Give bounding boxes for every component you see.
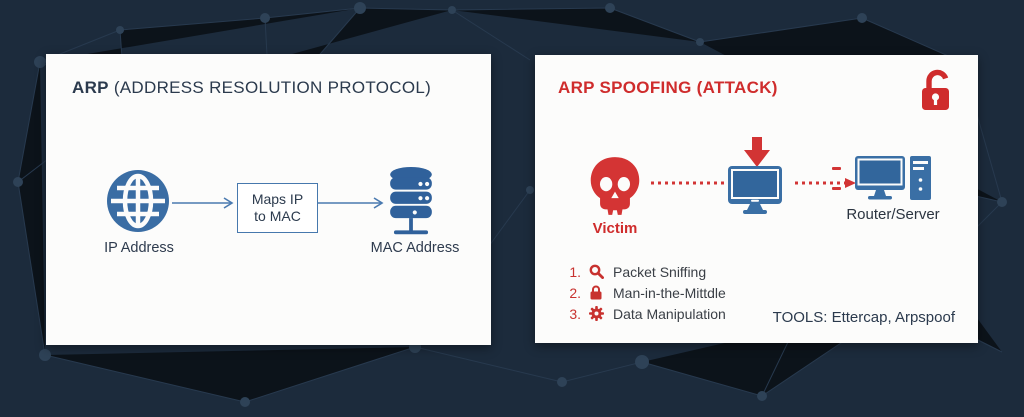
step-2-label: Man-in-the-Mittdle — [613, 284, 726, 301]
attack-step-3: 3. — [561, 303, 726, 324]
interception-dash-bottom — [832, 187, 841, 190]
attack-step-2: 2. Man-in-the-Mittdle — [561, 282, 726, 303]
arp-card-title-acronym: ARP — [72, 78, 109, 97]
lock-icon — [588, 285, 604, 301]
arp-protocol-card: ARP (ADDRESS RESOLUTION PROTOCOL) IP Add… — [46, 54, 491, 345]
tools-label: TOOLS: Ettercap, Arpspoof — [772, 309, 955, 326]
step-3-label: Data Manipulation — [613, 305, 726, 322]
step-1-number: 1. — [569, 263, 581, 280]
map-box-line2: to MAC — [254, 208, 301, 224]
dotted-line-victim-to-middle — [651, 181, 733, 185]
attack-steps-list: 1. Packet Sniffing 2. Man-in-t — [561, 261, 726, 324]
maps-ip-to-mac-box: Maps IP to MAC — [237, 183, 318, 233]
database-icon — [386, 166, 436, 243]
interception-dash-top — [832, 167, 841, 170]
step-2-number: 2. — [569, 284, 581, 301]
gear-icon — [588, 306, 604, 322]
skull-icon — [587, 154, 643, 223]
map-box-line1: Maps IP — [251, 190, 304, 207]
victim-label: Victim — [592, 220, 638, 237]
step-3-number: 3. — [569, 305, 581, 322]
monitor-icon — [727, 165, 783, 220]
globe-icon — [107, 170, 169, 237]
dotted-arrow-middle-to-router — [795, 178, 856, 188]
arp-card-title: ARP (ADDRESS RESOLUTION PROTOCOL) — [72, 78, 431, 98]
step-1-label: Packet Sniffing — [613, 263, 707, 280]
arp-card-title-rest: (ADDRESS RESOLUTION PROTOCOL) — [108, 78, 432, 97]
down-arrow-icon — [744, 137, 770, 172]
arp-spoofing-title: ARP SPOOFING (ATTACK) — [558, 78, 778, 97]
ip-address-label: IP Address — [104, 240, 174, 256]
open-lock-icon — [919, 68, 955, 117]
arp-spoofing-card: ARP SPOOFING (ATTACK) Victim — [535, 55, 978, 343]
arrow-globe-to-box — [172, 197, 234, 209]
arrow-box-to-database — [318, 197, 384, 209]
magnifier-icon — [588, 264, 604, 280]
desktop-computer-icon — [855, 156, 931, 207]
mac-address-label: MAC Address — [370, 240, 460, 256]
attack-step-1: 1. Packet Sniffing — [561, 261, 726, 282]
router-server-label: Router/Server — [846, 206, 940, 223]
